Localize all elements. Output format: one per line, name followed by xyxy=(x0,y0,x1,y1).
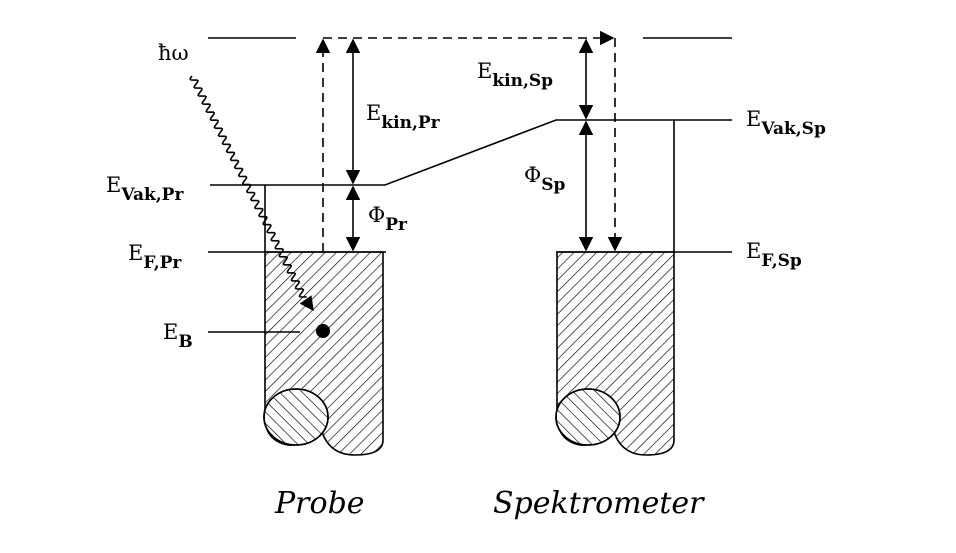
ef-sp-label: EF,Sp xyxy=(746,239,802,271)
vacuum-level xyxy=(210,119,732,186)
probe-caption: Probe xyxy=(274,486,365,521)
electron-dot xyxy=(316,324,330,338)
phi-pr-label: ΦPr xyxy=(368,203,408,235)
ef-pr-label: EF,Pr xyxy=(128,241,182,273)
ekin-sp-label: Ekin,Sp xyxy=(477,59,553,91)
spectrometer-body xyxy=(555,120,675,456)
photon-energy-label: ħω xyxy=(158,41,189,65)
photon-arrow-tip xyxy=(299,295,314,312)
probe-body xyxy=(263,185,384,456)
evak-pr-label: EVak,Pr xyxy=(106,173,184,205)
photon-wave xyxy=(189,75,307,298)
ekin-pr-label: Ekin,Pr xyxy=(366,101,441,133)
evak-sp-label: EVak,Sp xyxy=(746,107,826,139)
eb-label: EB xyxy=(163,320,193,352)
phi-sp-label: ΦSp xyxy=(524,163,565,195)
spectrometer-caption: Spektrometer xyxy=(493,486,705,521)
